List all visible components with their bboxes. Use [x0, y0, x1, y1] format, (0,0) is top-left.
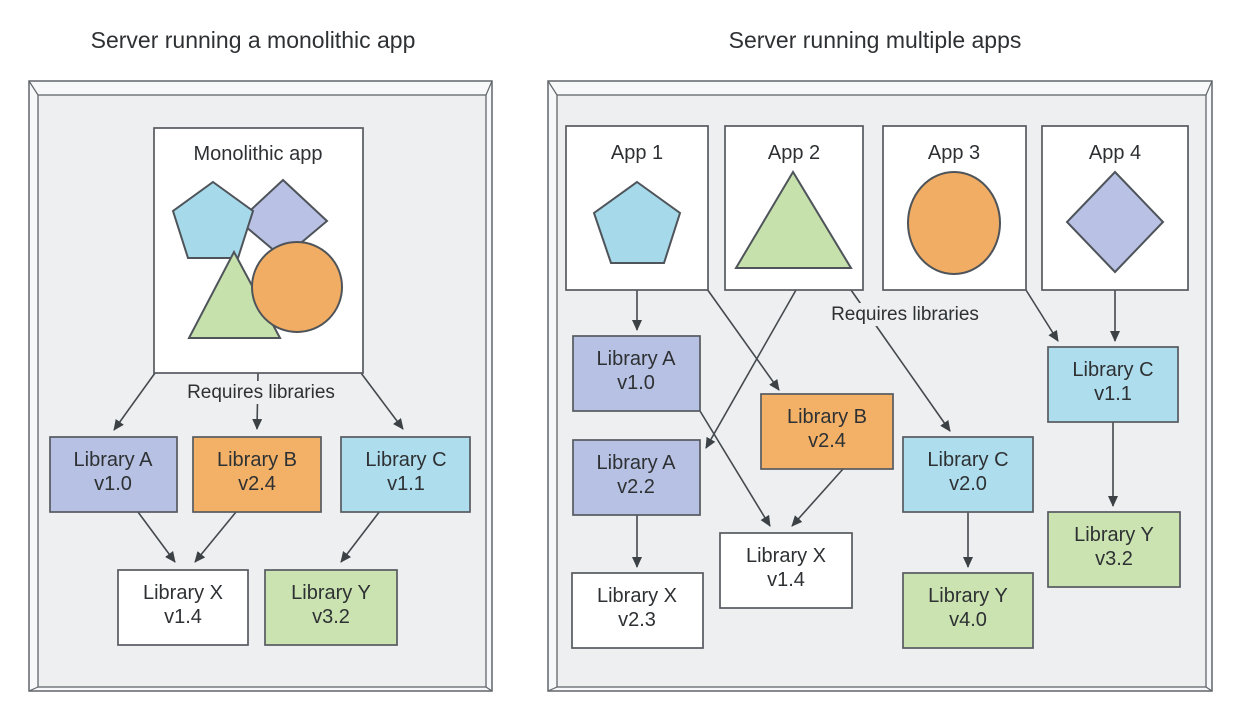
slab-corner-bevel [547, 686, 558, 692]
library-version: v1.0 [94, 473, 132, 495]
app-node-3: App 3 [882, 125, 1027, 291]
slab-corner-bevel [485, 686, 493, 692]
library-box [1047, 511, 1181, 588]
arrow-lib-a-to-lib-x [137, 511, 176, 563]
library-name: Library C [1072, 359, 1153, 381]
library-version: v2.2 [617, 476, 655, 498]
arrow-app2-to-lib-a22 [705, 289, 797, 449]
circle-icon [907, 171, 1001, 275]
arrow-mono-to-lib-a [113, 372, 156, 431]
right-panel-title: Server running multiple apps [729, 27, 1022, 53]
library-name: Library Y [291, 582, 371, 604]
library-version: v1.4 [164, 606, 202, 628]
arrow-app1-to-lib-b [706, 288, 780, 391]
library-box [49, 436, 178, 513]
app-label: App 2 [768, 142, 820, 164]
library-version: v2.4 [808, 430, 846, 452]
circle-icon [251, 241, 343, 333]
requires-label-backdrop [178, 381, 344, 404]
library-name: Library A [597, 348, 677, 370]
library-name: Library Y [928, 585, 1008, 607]
library-node-b-v24: Library B v2.4 [760, 393, 894, 470]
library-name: Library Y [1074, 524, 1154, 546]
app-label: App 3 [928, 142, 980, 164]
library-version: v4.0 [949, 609, 987, 631]
arrow-lib-b-to-lib-x [194, 511, 237, 563]
app-label: App 4 [1089, 142, 1141, 164]
library-node-a-v10: Library A v1.0 [49, 436, 178, 513]
arrow-lib-c-to-lib-y [340, 510, 381, 563]
slab-corner-bevel [1205, 80, 1213, 96]
library-node-c-v11: Library C v1.1 [340, 436, 471, 513]
slab-corner-bevel [28, 686, 39, 692]
app-node-2: App 2 [724, 125, 864, 291]
library-version: v1.0 [617, 372, 655, 394]
app-node-1: App 1 [565, 125, 709, 291]
slab-corner-bevel [1205, 686, 1213, 692]
library-node-x-v14: Library X v1.4 [719, 532, 853, 609]
app-label: App 1 [611, 142, 663, 164]
arrow-mono-to-lib-c [360, 372, 404, 430]
requires-label-backdrop [822, 303, 988, 326]
slab-corner-bevel [547, 80, 558, 96]
library-name: Library C [927, 449, 1008, 471]
library-node-a-v10: Library A v1.0 [572, 335, 701, 412]
library-version: v1.4 [767, 569, 805, 591]
arrow-lib-a10-to-lib-x14 [699, 410, 771, 527]
library-node-b-v24: Library B v2.4 [192, 436, 322, 513]
library-version: v2.0 [949, 473, 987, 495]
arrow-lib-b-to-lib-x14 [791, 468, 844, 527]
library-box [760, 393, 894, 470]
library-version: v1.1 [387, 473, 425, 495]
monolithic-app-label: Monolithic app [194, 143, 323, 165]
left-server-panel: Server running a monolithic app Requires… [28, 27, 493, 692]
right-server-panel: Server running multiple apps Requires li… [547, 27, 1213, 692]
pentagon-icon [592, 180, 682, 264]
triangle-icon [734, 170, 853, 269]
library-box [572, 335, 701, 412]
library-box [264, 569, 398, 646]
library-version: v3.2 [312, 606, 350, 628]
library-box [340, 436, 471, 513]
library-name: Library X [746, 545, 826, 567]
library-name: Library B [787, 406, 867, 428]
library-name: Library A [74, 449, 154, 471]
slab-corner-bevel [485, 80, 493, 96]
library-box [572, 439, 701, 516]
library-name: Library A [597, 452, 677, 474]
library-node-x-v14: Library X v1.4 [117, 569, 249, 646]
slab-corner-bevel [28, 80, 39, 96]
library-name: Library X [143, 582, 223, 604]
diamond-icon [1065, 170, 1165, 274]
library-version: v2.3 [618, 609, 656, 631]
library-box [902, 436, 1034, 513]
library-box [117, 569, 249, 646]
pentagon-icon [171, 180, 255, 259]
library-node-y-v40: Library Y v4.0 [902, 572, 1034, 649]
library-node-c-v11: Library C v1.1 [1047, 346, 1179, 423]
app-node-4: App 4 [1041, 125, 1189, 291]
library-box [571, 572, 704, 649]
left-panel-title: Server running a monolithic app [91, 27, 416, 53]
library-name: Library B [217, 449, 297, 471]
monolithic-app-shapes [171, 178, 343, 339]
requires-libraries-label: Requires libraries [187, 382, 335, 403]
library-box [1047, 346, 1179, 423]
library-name: Library X [597, 585, 677, 607]
library-name: Library C [365, 449, 446, 471]
library-version: v1.1 [1094, 383, 1132, 405]
requires-libraries-label: Requires libraries [831, 304, 979, 325]
library-node-x-v23: Library X v2.3 [571, 572, 704, 649]
library-box [719, 532, 853, 609]
library-node-y-v32: Library Y v3.2 [1047, 511, 1181, 588]
library-box [902, 572, 1034, 649]
library-node-c-v20: Library C v2.0 [902, 436, 1034, 513]
library-version: v3.2 [1095, 548, 1133, 570]
library-box [192, 436, 322, 513]
arrow-app3-to-lib-c11 [1025, 289, 1059, 342]
library-version: v2.4 [238, 473, 276, 495]
library-node-y-v32: Library Y v3.2 [264, 569, 398, 646]
library-node-a-v22: Library A v2.2 [572, 439, 701, 516]
